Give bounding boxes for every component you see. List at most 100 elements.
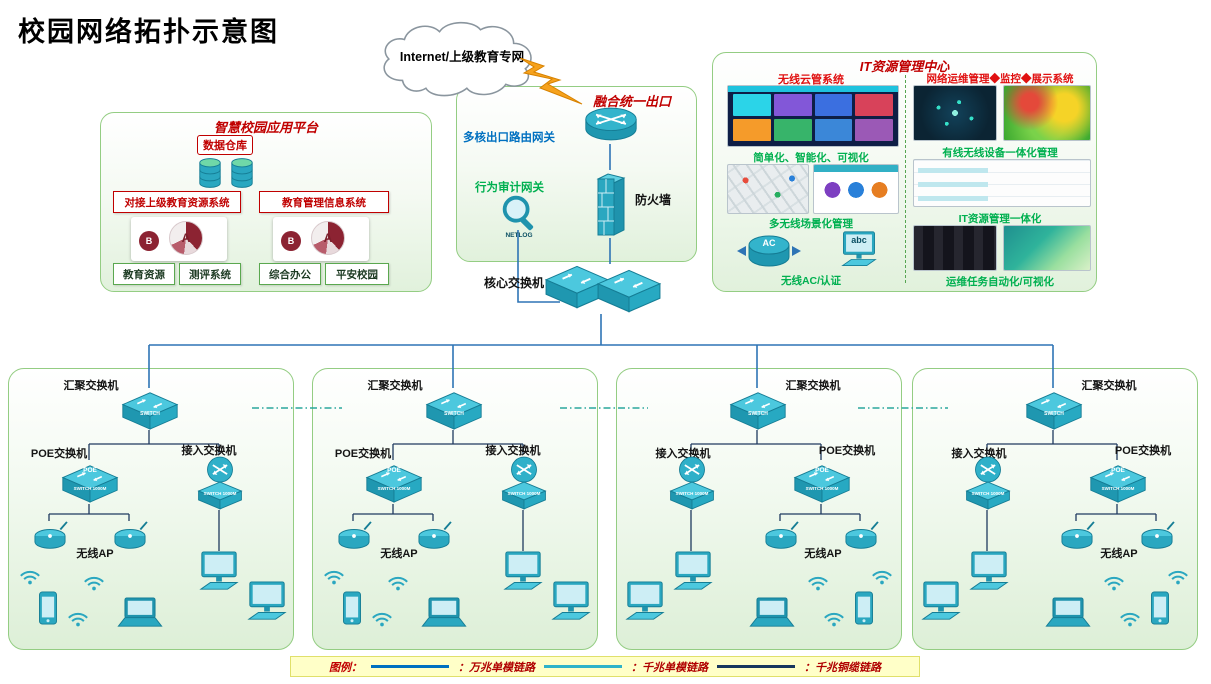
app-education-resources: 教育资源 <box>113 263 175 285</box>
wifi-signal-icon <box>1165 565 1191 585</box>
caption-it-resource-unified: IT资源管理一体化 <box>958 213 1042 225</box>
poe-switch-label: POE交换机 <box>334 448 392 460</box>
wireless-ap-icon <box>842 521 880 553</box>
wifi-signal-icon <box>369 607 395 627</box>
laptop-icon <box>747 597 797 629</box>
wifi-signal-icon <box>821 607 847 627</box>
aggregation-switch-icon: SWITCH <box>425 389 483 431</box>
wireless-dashboard-screenshot <box>813 164 899 214</box>
phone-icon <box>341 591 363 625</box>
core-switch-icon <box>596 266 662 314</box>
laptop-icon <box>419 597 469 629</box>
legend: 图例： ：万兆单模链路 ：千兆单模链路 ：千兆铜缆链路 <box>290 656 920 677</box>
heatmap-screenshot <box>1003 85 1091 141</box>
caption-wireless-ac-auth: 无线AC/认证 <box>780 275 842 287</box>
data-warehouse-label: 数据仓库 <box>197 135 253 155</box>
aggregation-switch-label: 汇聚交换机 <box>367 380 423 392</box>
access-switch-icon: SWITCH 1000M <box>667 455 717 511</box>
pie-a-label: A <box>169 221 203 255</box>
auth-portal-monitor-icon: abc <box>839 231 879 269</box>
app-assessment-system: 测评系统 <box>179 263 241 285</box>
lightning-link-icon <box>519 58 583 105</box>
laptop-icon <box>1043 597 1093 629</box>
wireless-ap-label: 无线AP <box>804 548 842 560</box>
phone-icon <box>37 591 59 625</box>
monitoring-dashboard-screenshot <box>913 159 1091 207</box>
aggregation-switch-label: 汇聚交换机 <box>63 380 119 392</box>
caption-multi-wireless-scene: 多无线场景化管理 <box>769 218 853 230</box>
aggregation-switch-icon: SWITCH <box>121 389 179 431</box>
wifi-signal-icon <box>17 565 43 585</box>
legend-line-1g-copper <box>717 665 795 668</box>
education-mis-box: 教育管理信息系统 <box>259 191 389 213</box>
access-switch-icon: SWITCH 1000M <box>499 455 549 511</box>
column-divider <box>905 75 906 283</box>
wireless-ap-icon <box>335 521 373 553</box>
aggregation-switch-icon: SWITCH <box>729 389 787 431</box>
wireless-cloud-heading: 无线云管系统 <box>778 74 844 86</box>
upper-education-system-box: 对接上级教育资源系统 <box>113 191 241 213</box>
it-center-title: IT资源管理中心 <box>859 59 950 74</box>
wifi-signal-icon <box>81 571 107 591</box>
internet-cloud-shape <box>383 21 532 97</box>
wireless-ap-label: 无线AP <box>76 548 114 560</box>
network-graph-screenshot <box>913 85 997 141</box>
aggregation-switch-icon: SWITCH <box>1025 389 1083 431</box>
pie-a-label: A <box>311 221 345 255</box>
desktop-pc-icon <box>197 551 241 593</box>
pie-chart-left: A B <box>131 217 227 261</box>
database-icon <box>229 155 255 191</box>
map-screenshot <box>727 164 809 214</box>
egress-box: 融合统一出口 多核出口路由网关 行为审计网关 NETLOG 防火墙 <box>456 86 697 262</box>
pie-chart-right: A B <box>273 217 369 261</box>
noc-heading: 网络运维管理◆监控◆展示系统 <box>926 73 1074 85</box>
server-room-screenshot <box>913 225 997 271</box>
firewall-label: 防火墙 <box>635 193 672 207</box>
poe-switch-label: POE交换机 <box>818 445 876 457</box>
poe-switch-label: POE交换机 <box>1114 445 1172 457</box>
desktop-pc-icon <box>501 551 545 593</box>
aggregation-switch-label: 汇聚交换机 <box>1081 380 1137 392</box>
cloud-management-screenshot <box>727 85 899 147</box>
phone-icon <box>1149 591 1171 625</box>
wireless-ap-icon <box>1138 521 1176 553</box>
desktop-pc-icon <box>967 551 1011 593</box>
wireless-ap-icon <box>762 521 800 553</box>
legend-line-1g-singlemode <box>544 665 622 668</box>
legend-label-10g-singlemode: ：万兆单模链路 <box>458 661 535 674</box>
wifi-signal-icon <box>1117 607 1143 627</box>
caption-simple-smart-visual: 简单化、智能化、可视化 <box>753 152 869 164</box>
wifi-signal-icon <box>321 565 347 585</box>
desktop-pc-icon <box>549 581 593 623</box>
desktop-pc-icon <box>623 581 667 623</box>
caption-ops-automation: 运维任务自动化/可视化 <box>946 276 1054 288</box>
platform-box: 智慧校园应用平台 数据仓库 对接上级教育资源系统 教育管理信息系统 A B A … <box>100 112 432 292</box>
wireless-ac-icon: AC <box>737 231 801 271</box>
wifi-signal-icon <box>385 571 411 591</box>
legend-label-1g-singlemode: ：千兆单模链路 <box>631 661 708 674</box>
access-switch-icon: SWITCH 1000M <box>963 455 1013 511</box>
wifi-signal-icon <box>1101 571 1127 591</box>
wireless-ap-icon <box>31 521 69 553</box>
database-icon <box>197 155 223 191</box>
internet-cloud-label: Internet/上级教育专网 <box>399 50 525 64</box>
wifi-signal-icon <box>869 565 895 585</box>
legend-label-1g-copper: ：千兆铜缆链路 <box>804 661 881 674</box>
caption-wired-wireless-unified: 有线无线设备一体化管理 <box>942 147 1058 159</box>
firewall-icon <box>594 171 628 239</box>
pie-b-label: B <box>139 231 159 251</box>
dashboard-tiles <box>733 94 893 141</box>
app-safe-campus: 平安校园 <box>325 263 389 285</box>
wireless-ap-icon <box>111 521 149 553</box>
page-title: 校园网络拓扑示意图 <box>18 17 279 47</box>
router-label: 多核出口路由网关 <box>463 132 555 144</box>
wireless-ap-label: 无线AP <box>380 548 418 560</box>
desktop-pc-icon <box>671 551 715 593</box>
